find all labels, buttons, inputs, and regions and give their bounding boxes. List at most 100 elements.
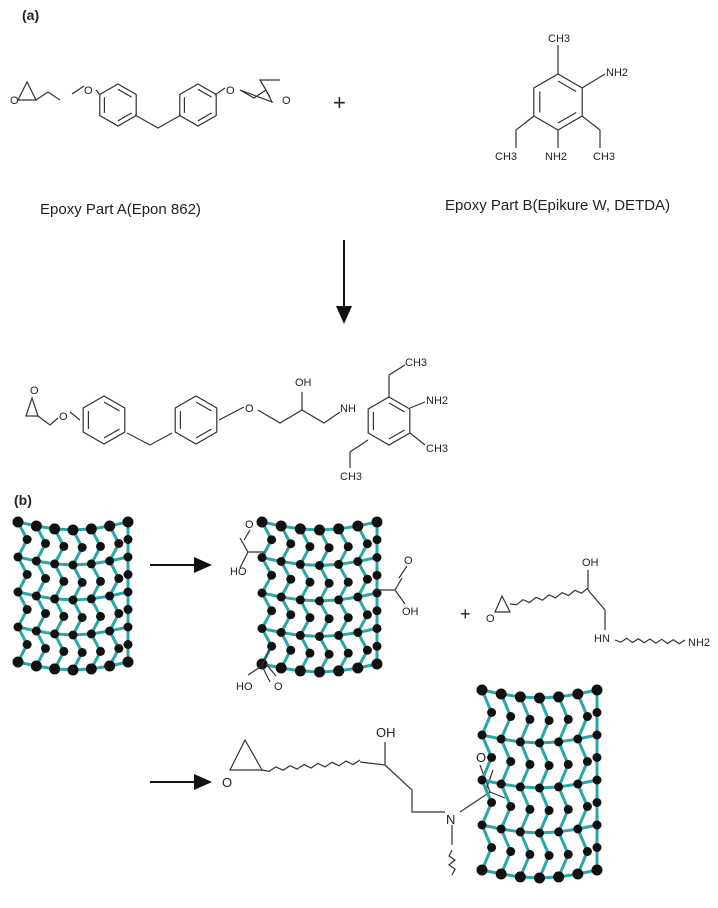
tube-atom [257,553,267,562]
tube-atom [96,541,105,551]
tube-atom [315,596,324,606]
tube-atom [343,577,353,587]
tube-atom [59,646,69,656]
tube-atom [105,626,115,636]
epon-862-structure: O O O O [10,79,291,129]
ch3-label: CH3 [548,33,570,45]
tube-atom [50,594,60,604]
tube-atom [31,591,41,601]
o-label: O [222,775,232,790]
tube-atom [86,629,96,639]
tube-atom [573,824,583,834]
tube-atom [114,574,124,583]
tube-atom [68,560,78,570]
atom-o: O [10,95,19,107]
tube-atom [372,535,382,545]
nh2-label: NH2 [545,151,567,163]
tube-atom [314,666,325,678]
tube-atom [362,610,372,620]
tube-atom [591,684,603,696]
tube-atom [592,730,602,740]
tube-atom [85,523,97,535]
tube-atom [563,804,573,814]
tube-atom [572,688,584,700]
tube-atom [487,798,497,807]
tube-atom [22,570,32,579]
tube-atom [123,552,133,562]
tube-atom [286,539,296,549]
tube-atom [77,578,87,587]
nh2-label: NH2 [606,67,628,79]
tube-atom [22,535,32,544]
tube-atom [563,759,573,769]
tube-atom [487,843,497,852]
tube-atom [123,622,133,632]
tube-atom [123,640,133,649]
tube-atom [305,613,315,623]
tube-atom [123,570,133,579]
hn-label: HN [594,633,610,645]
tube-atom [535,828,544,838]
tube-atom [105,556,115,566]
atom-o: O [84,85,93,97]
tube-atom [267,641,277,651]
tube-atom [372,588,382,598]
oh-label: OH [402,606,419,618]
tube-atom [305,542,315,552]
tube-atom [362,539,372,549]
tube-atom [343,648,353,658]
tube-atom [506,712,516,721]
tube-atom [544,761,554,770]
tube-atom [77,613,87,622]
plus-sign: + [333,90,346,115]
tube-atom [525,849,535,859]
tube-atom [275,520,287,532]
tube-atom [563,714,573,724]
tube-atom [476,684,488,696]
tube-atom [544,716,554,725]
tube-atom [372,624,382,633]
tube-atom [68,595,78,605]
tube-atom [50,559,60,569]
tube-atom [573,779,583,789]
tube-atom [123,605,133,614]
tube-atom [506,802,516,811]
ch3-label: CH3 [405,357,427,369]
tube-atom [371,516,383,528]
tube-atom [372,606,382,616]
tube-atom [592,775,602,785]
nh-label: NH [340,403,356,415]
tube-atom [582,712,592,721]
functionalized-nanotube-product: O OH N O [222,725,506,876]
tube-atom [553,691,565,703]
tube-atom [114,644,124,653]
tube-atom [372,641,382,651]
tube-atom [276,557,286,566]
tube-atom [372,553,382,562]
tube-atom [41,539,50,548]
tube-atom [59,541,69,551]
carboxyl-groups: HO O OH O HO O [230,519,419,693]
tube-atom [554,827,564,837]
tube-atom [573,734,583,744]
ch3-label: CH3 [340,471,362,483]
tube-atom [534,872,545,884]
tube-atom [31,556,41,566]
tube-atom [256,516,268,528]
tube-atom [50,629,60,639]
tube-atom [525,714,535,724]
tube-atom [324,578,334,588]
tube-atom [41,574,50,583]
amine-epoxy-chain: O OH HN NH2 [486,557,710,649]
tube-atom [477,775,487,785]
tube-atom [535,738,544,748]
tube-atom [495,868,507,880]
tube-atom [506,847,516,856]
plus-sign: + [460,604,471,624]
tube-atom [286,574,296,584]
o-label: O [245,519,254,531]
nh2-label: NH2 [426,395,448,407]
tube-atom [31,626,41,636]
